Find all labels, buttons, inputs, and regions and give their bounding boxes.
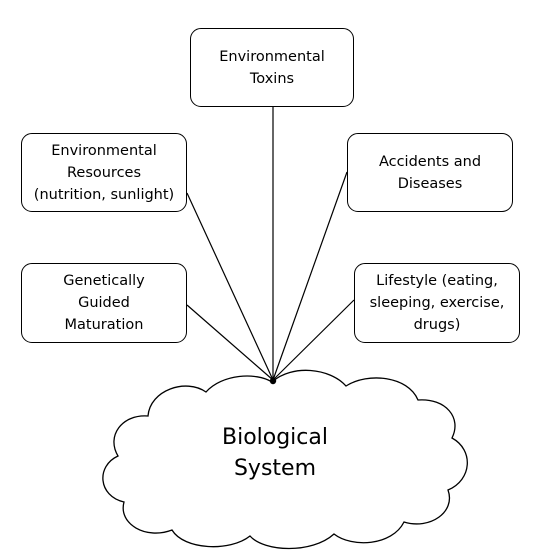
box-lifestyle: Lifestyle (eating, sleeping, exercise, d… (354, 263, 520, 343)
box-accidents-diseases: Accidents and Diseases (347, 133, 513, 212)
box-genetically-guided: Genetically Guided Maturation (21, 263, 187, 343)
box-environmental-resources-label: Environmental Resources (nutrition, sunl… (33, 142, 175, 203)
connector-genetic (186, 304, 274, 381)
box-accidents-diseases-label: Accidents and Diseases (378, 153, 482, 192)
connector-resources (186, 192, 274, 381)
connector-lifestyle (272, 299, 355, 381)
box-environmental-toxins: Environmental Toxins (190, 28, 354, 107)
biological-system-label: Biological System (221, 425, 328, 481)
box-lifestyle-label: Lifestyle (eating, sleeping, exercise, d… (369, 273, 505, 333)
box-genetically-guided-label: Genetically Guided Maturation (63, 273, 145, 333)
connector-accidents (272, 171, 348, 381)
biological-system-cloud (102, 369, 468, 550)
junction-dot (269, 377, 277, 385)
box-environmental-toxins-label: Environmental Toxins (219, 48, 325, 87)
box-environmental-resources: Environmental Resources (nutrition, sunl… (21, 133, 187, 212)
